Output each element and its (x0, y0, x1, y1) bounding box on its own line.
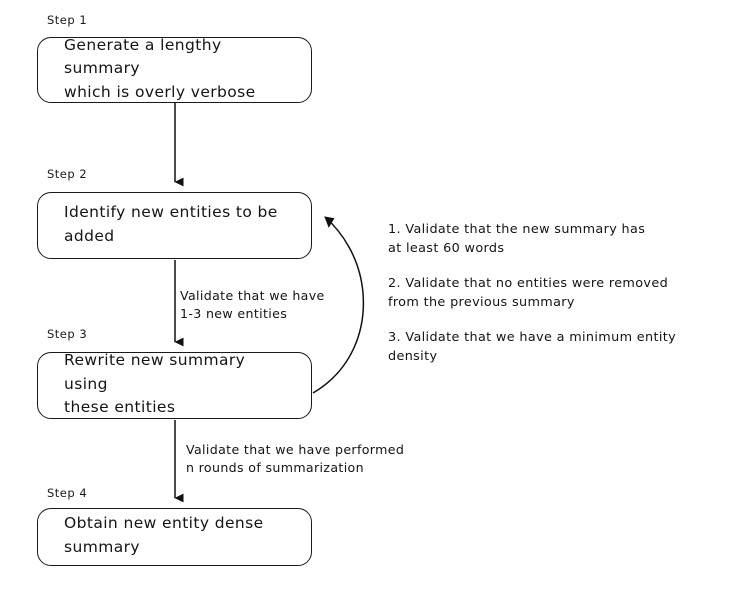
node-step-3[interactable]: Rewrite new summary using these entities (37, 351, 312, 419)
validation-item-1: 1. Validate that the new summary has at … (388, 222, 646, 256)
node-step-1-text: Generate a lengthy summary which is over… (64, 35, 256, 101)
node-step-1[interactable]: Generate a lengthy summary which is over… (37, 35, 312, 103)
validation-item-2: 2. Validate that no entities were remove… (388, 276, 669, 310)
node-step-2-text: Identify new entities to be added (64, 202, 278, 245)
node-step-3-text: Rewrite new summary using these entities (64, 351, 246, 417)
validation-item-3: 3. Validate that we have a minimum entit… (388, 330, 677, 364)
step-label-4: Step 4 (47, 486, 88, 500)
step-label-1: Step 1 (47, 13, 88, 27)
step-label-3: Step 3 (47, 327, 88, 341)
edge-label-step3-step4: Validate that we have performed n rounds… (186, 442, 405, 475)
node-step-2[interactable]: Identify new entities to be added (37, 192, 312, 259)
edge-label-step2-step3: Validate that we have 1-3 new entities (180, 288, 325, 321)
node-step-4-text: Obtain new entity dense summary (64, 514, 264, 556)
node-step-4[interactable]: Obtain new entity dense summary (37, 508, 312, 566)
step-label-2: Step 2 (47, 167, 88, 181)
